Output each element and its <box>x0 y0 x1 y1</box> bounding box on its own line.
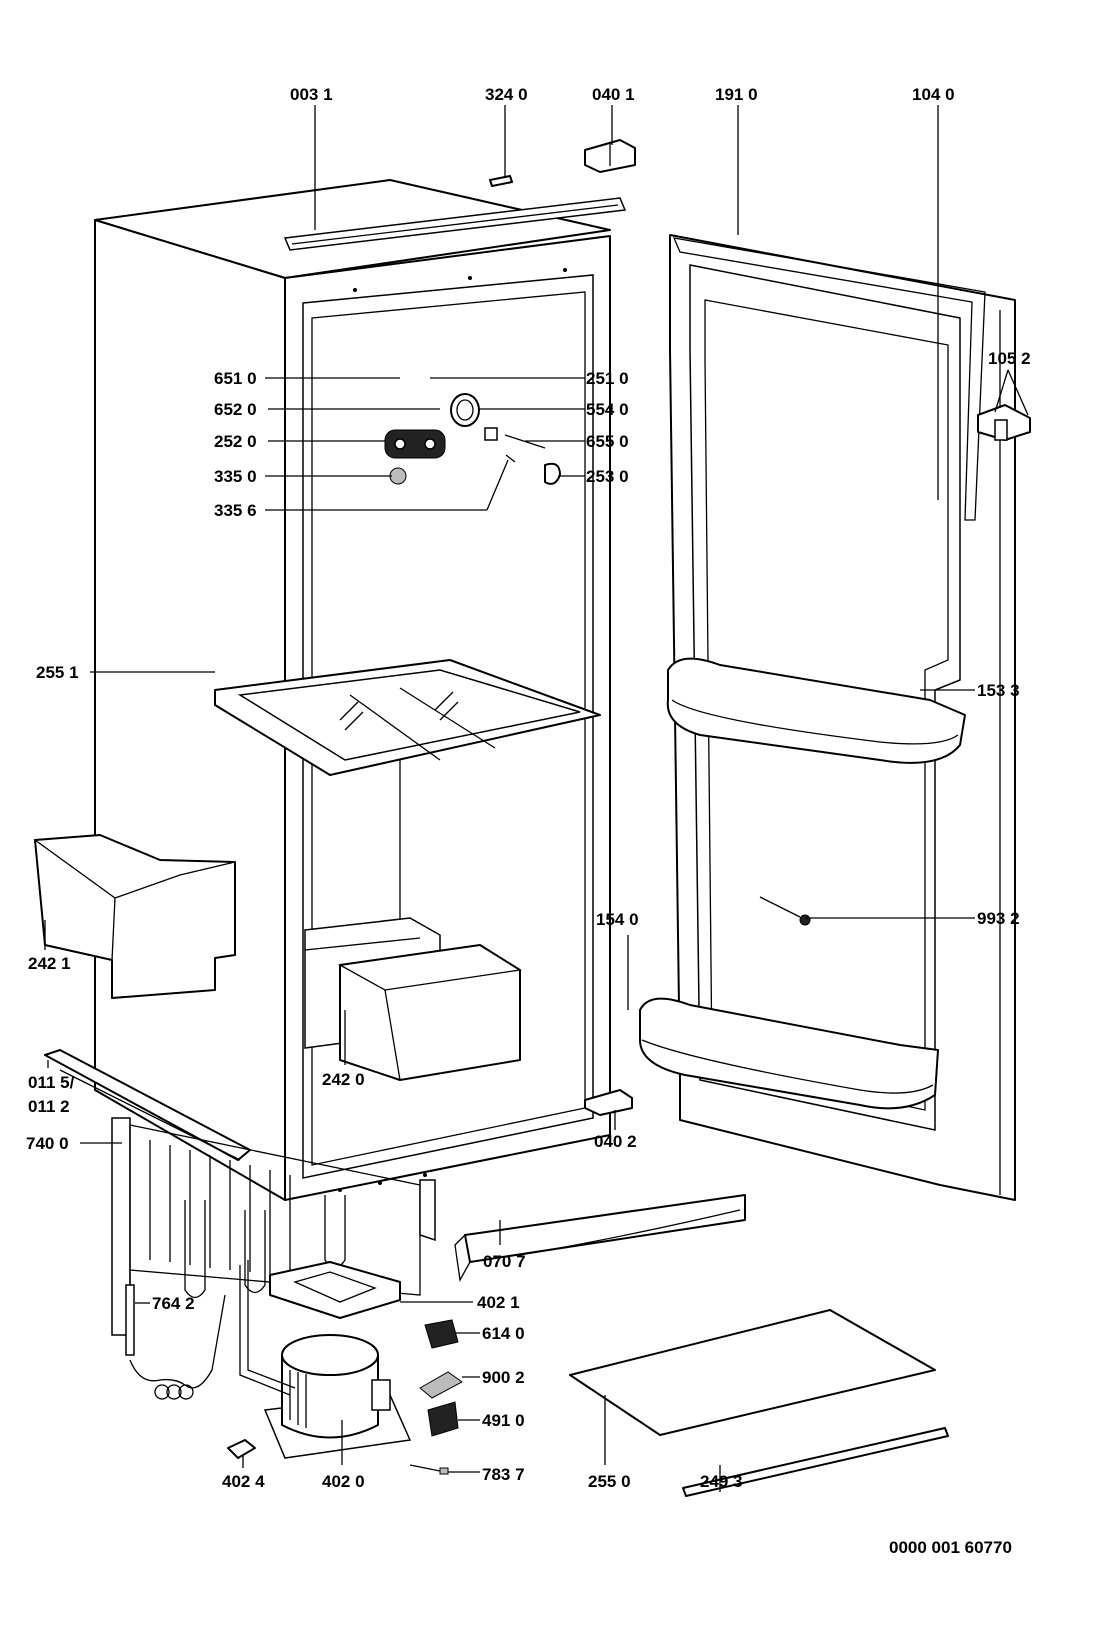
capillary-tube <box>125 1260 296 1400</box>
callout-242-1: 242 1 <box>28 954 71 973</box>
callout-252-0: 252 0 <box>214 432 257 451</box>
callout-255-0: 255 0 <box>588 1472 631 1491</box>
control-knob <box>389 467 407 485</box>
callout-614-0: 614 0 <box>482 1324 525 1343</box>
thermostat-housing <box>384 429 446 459</box>
crisper-drawer <box>337 944 522 1081</box>
trim-strip <box>682 1427 949 1497</box>
callout-651-0: 651 0 <box>214 369 257 388</box>
callout-040-2: 040 2 <box>594 1132 637 1151</box>
callout-764-2: 764 2 <box>152 1294 195 1313</box>
callout-153-3: 153 3 <box>977 681 1020 700</box>
callout-993-2: 993 2 <box>977 909 1020 928</box>
crisper-drawer-removed <box>33 834 236 999</box>
hinge-bottom <box>584 1089 633 1116</box>
floor-panel <box>569 1309 936 1436</box>
callout-402-1: 402 1 <box>477 1293 520 1312</box>
glass-shelf-assembly <box>214 659 601 776</box>
callout-251-0: 251 0 <box>586 369 629 388</box>
callout-900-2: 900 2 <box>482 1368 525 1387</box>
compressor-mount <box>269 1261 401 1319</box>
callout-335-0: 335 0 <box>214 467 257 486</box>
door-shelf-lower <box>639 997 939 1110</box>
capacitor <box>427 1401 459 1437</box>
callout-105-2: 105 2 <box>988 349 1031 368</box>
callout-249-3: 249 3 <box>700 1472 743 1491</box>
callout-011-2: 011 2 <box>28 1097 70 1116</box>
callout-154-0: 154 0 <box>596 910 639 929</box>
callout-491-0: 491 0 <box>482 1411 525 1430</box>
callout-253-0: 253 0 <box>586 467 629 486</box>
start-relay <box>424 1319 459 1349</box>
leader-lines <box>44 105 1029 1492</box>
lamp-switch <box>484 427 498 441</box>
door-hinge-bracket <box>977 404 1031 441</box>
pipe-connector <box>409 1464 449 1475</box>
callout-040-1: 040 1 <box>592 85 635 104</box>
callout-003-1: 003 1 <box>290 85 333 104</box>
callout-783-7: 783 7 <box>482 1465 525 1484</box>
overload-protector <box>419 1371 463 1399</box>
mount-clip <box>227 1439 256 1459</box>
callout-402-4: 402 4 <box>222 1472 265 1491</box>
callout-255-1: 255 1 <box>36 663 79 682</box>
callout-652-0: 652 0 <box>214 400 257 419</box>
callout-104-0: 104 0 <box>912 85 955 104</box>
callout-402-0: 402 0 <box>322 1472 365 1491</box>
callout-335-6: 335 6 <box>214 501 257 520</box>
light-bulb <box>544 462 561 485</box>
callout-740-0: 740 0 <box>26 1134 69 1153</box>
document-id: 0000 001 60770 <box>889 1538 1012 1557</box>
compressor <box>263 1334 412 1459</box>
lamp-holder <box>450 393 480 427</box>
hinge-top <box>584 139 636 173</box>
vent-clip <box>489 175 513 187</box>
callout-242-0: 242 0 <box>322 1070 365 1089</box>
base-cover-strip <box>454 1194 746 1283</box>
callout-655-0: 655 0 <box>586 432 629 451</box>
door-shelf-upper <box>666 657 966 764</box>
callout-554-0: 554 0 <box>586 400 629 419</box>
callout-070-7: 070 7 <box>483 1252 526 1271</box>
callout-labels: 003 1 324 0 040 1 191 0 104 0 105 2 651 … <box>26 85 1031 1557</box>
callout-324-0: 324 0 <box>485 85 528 104</box>
callout-191-0: 191 0 <box>715 85 758 104</box>
callout-011-5: 011 5/ <box>28 1073 75 1092</box>
